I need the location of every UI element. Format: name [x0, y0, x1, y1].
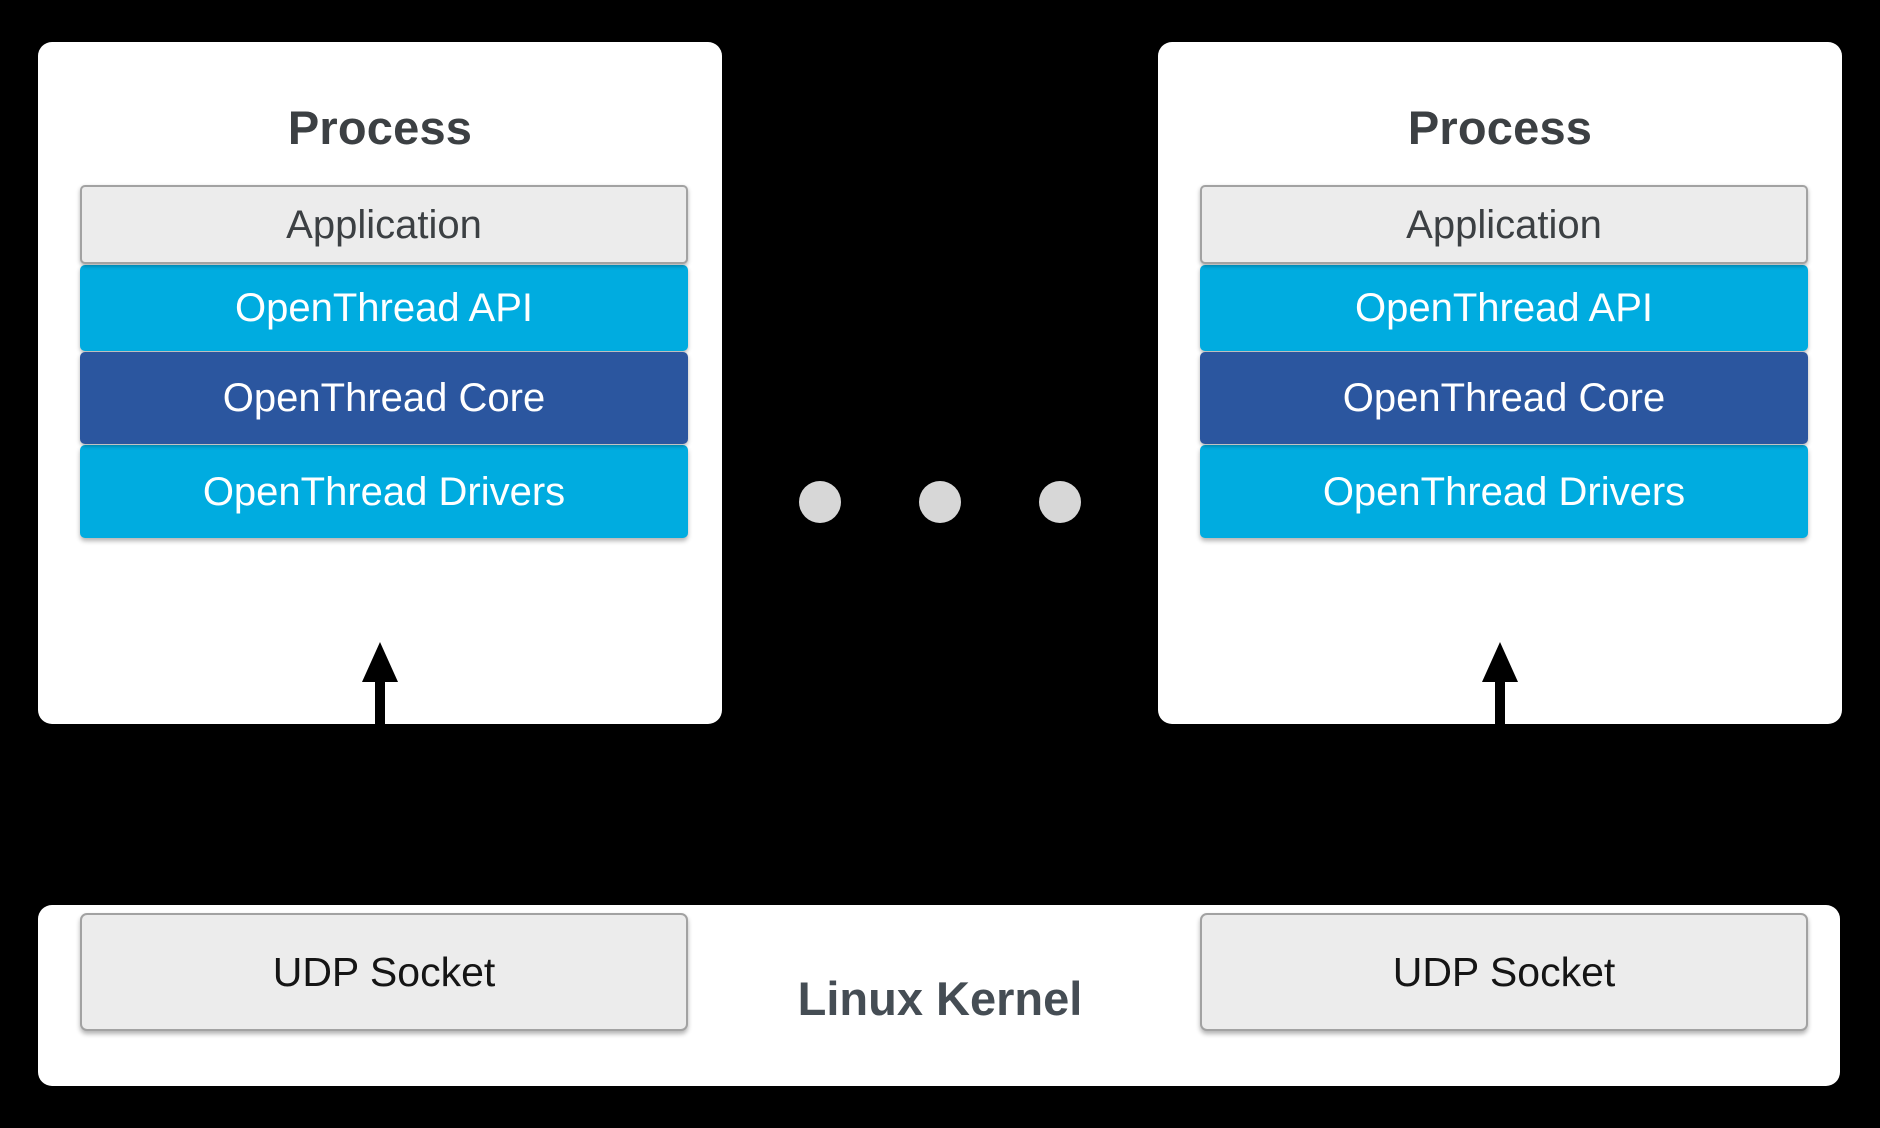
ellipsis-dot-icon-2 [919, 481, 961, 523]
layer-application-right[interactable]: Application [1200, 185, 1808, 264]
process-title-left: Process [287, 101, 473, 154]
process-panel-right: Process Application OpenThread API OpenT… [1158, 42, 1842, 724]
ellipsis-dot-icon-1 [799, 481, 841, 523]
layer-openthread-core-right[interactable]: OpenThread Core [1200, 352, 1808, 444]
openthread-stack-right: Application OpenThread API OpenThread Co… [1200, 185, 1808, 538]
process-panel-left: Process Application OpenThread API OpenT… [38, 42, 722, 724]
layer-openthread-api-right[interactable]: OpenThread API [1200, 265, 1808, 351]
layer-openthread-core-left[interactable]: OpenThread Core [80, 352, 688, 444]
layer-openthread-drivers-right[interactable]: OpenThread Drivers [1200, 445, 1808, 538]
arrow-up-icon-right [1482, 642, 1518, 728]
linux-kernel-label: Linux Kernel [797, 972, 1083, 1025]
arrow-up-icon-left [362, 642, 398, 728]
udp-socket-box-left[interactable]: UDP Socket [80, 913, 688, 1031]
layer-openthread-drivers-left[interactable]: OpenThread Drivers [80, 445, 688, 538]
openthread-stack-left: Application OpenThread API OpenThread Co… [80, 185, 688, 538]
process-title-right: Process [1407, 101, 1593, 154]
ellipsis-dot-icon-3 [1039, 481, 1081, 523]
udp-socket-box-right[interactable]: UDP Socket [1200, 913, 1808, 1031]
layer-application-left[interactable]: Application [80, 185, 688, 264]
layer-openthread-api-left[interactable]: OpenThread API [80, 265, 688, 351]
